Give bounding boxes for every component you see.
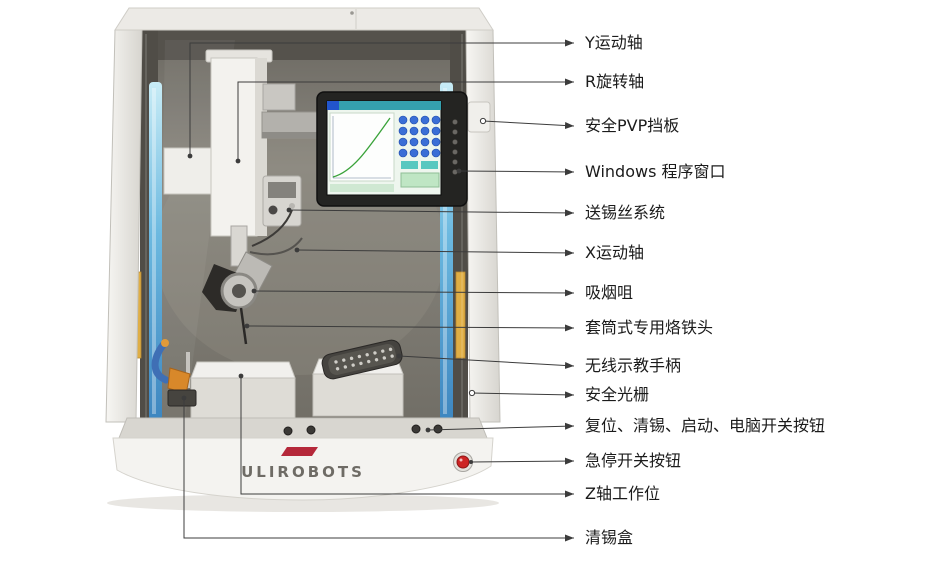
- callout-line-x-axis: [296, 249, 575, 257]
- label-pvp-guard: 安全PVP挡板: [585, 116, 680, 135]
- screen: [316, 91, 468, 207]
- callout-line-estop: [470, 457, 575, 465]
- right-pillar: [465, 29, 501, 423]
- gantry-y-axis: [163, 49, 296, 237]
- label-r-axis: R旋转轴: [585, 72, 645, 91]
- callout-line-r-axis: [237, 78, 574, 161]
- label-tin-box: 清锡盒: [585, 528, 634, 547]
- brand-logo-text: ULIROBOTS: [241, 463, 365, 481]
- callout-line-smoke-nozzle: [253, 289, 575, 297]
- solder-head: [202, 209, 303, 345]
- label-solder-feed: 送锡丝系统: [585, 203, 666, 222]
- callout-line-panel-buttons: [427, 422, 575, 431]
- base: ULIROBOTS: [112, 417, 494, 501]
- base-shadow: [107, 494, 499, 512]
- led-strip-left: [149, 82, 162, 420]
- top-frame: [114, 7, 494, 31]
- left-pillar: [105, 29, 143, 423]
- safety-reflector-right: [455, 271, 466, 359]
- screen-buttons: [398, 115, 441, 158]
- label-iron-tip: 套筒式专用烙铁头: [585, 318, 714, 337]
- callout-line-z-axis: [240, 376, 574, 498]
- tin-cleaning-box: [151, 339, 197, 407]
- callout-line-solder-feed: [288, 209, 575, 217]
- solder-wire-feeder: [262, 175, 302, 227]
- label-y-axis: Y运动轴: [585, 33, 643, 52]
- callout-line-y-axis: [189, 39, 574, 156]
- callout-lines: [183, 39, 575, 542]
- screen-plot-curve: [332, 117, 391, 178]
- label-light-curtain: 安全光栅: [585, 385, 650, 404]
- label-panel-buttons: 复位、清锡、启动、电脑开关按钮: [585, 416, 826, 435]
- soldering-iron-tip: [239, 307, 248, 345]
- work-platform-left: [190, 361, 296, 419]
- pvp-guard-bracket: [467, 101, 491, 133]
- callout-line-windows: [458, 168, 575, 176]
- flex-hose: [151, 341, 170, 384]
- label-z-axis: Z轴工作位: [585, 484, 660, 503]
- label-estop: 急停开关按钮: [585, 451, 682, 470]
- callout-line-iron-tip: [246, 324, 575, 332]
- callout-line-teach-pendant: [398, 355, 575, 369]
- label-smoke-nozzle: 吸烟咀: [585, 283, 634, 302]
- callout-line-light-curtain: [471, 391, 575, 399]
- callout-line-tin-box: [183, 398, 574, 542]
- control-buttons: [283, 424, 443, 436]
- label-x-axis: X运动轴: [585, 243, 644, 262]
- brand-logo-mark: [281, 447, 318, 456]
- screen-arm: [261, 111, 325, 139]
- callout-line-pvp-guard: [482, 120, 575, 130]
- callout-dots: [181, 117, 487, 464]
- teach-pendant: [321, 339, 403, 380]
- label-teach-pendant: 无线示教手柄: [585, 356, 682, 375]
- label-windows: Windows 程序窗口: [585, 162, 726, 181]
